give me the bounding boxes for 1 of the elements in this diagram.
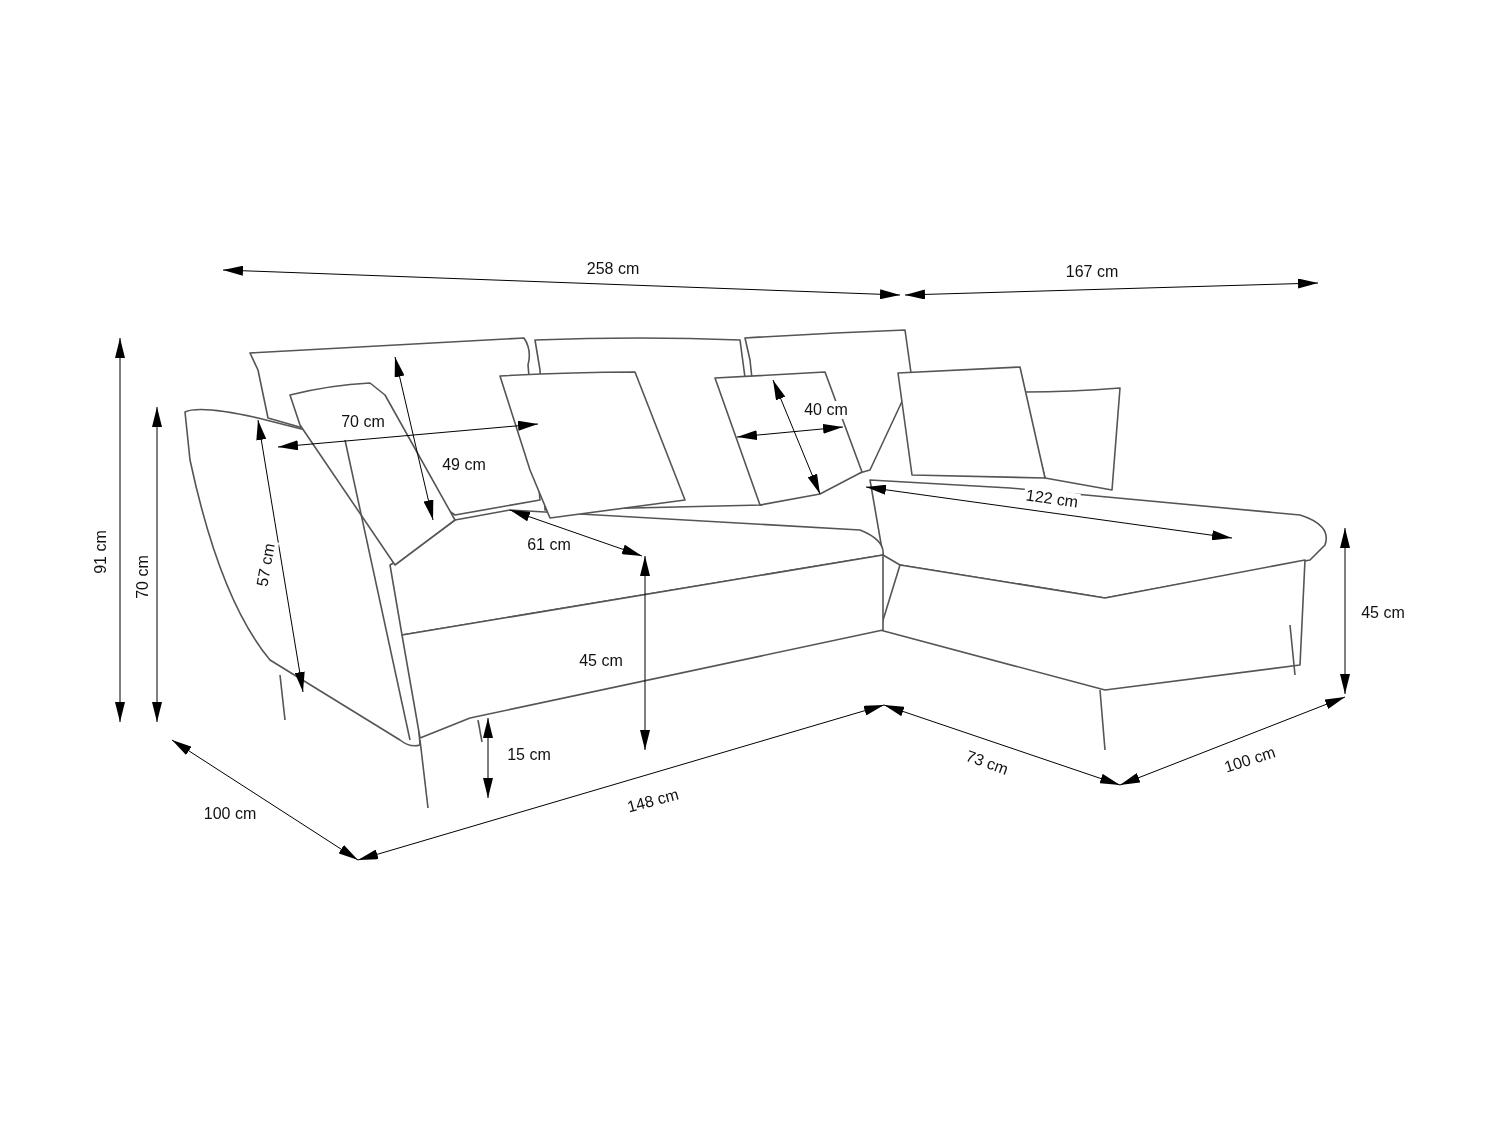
dimension-label: 40 cm [802,401,850,419]
